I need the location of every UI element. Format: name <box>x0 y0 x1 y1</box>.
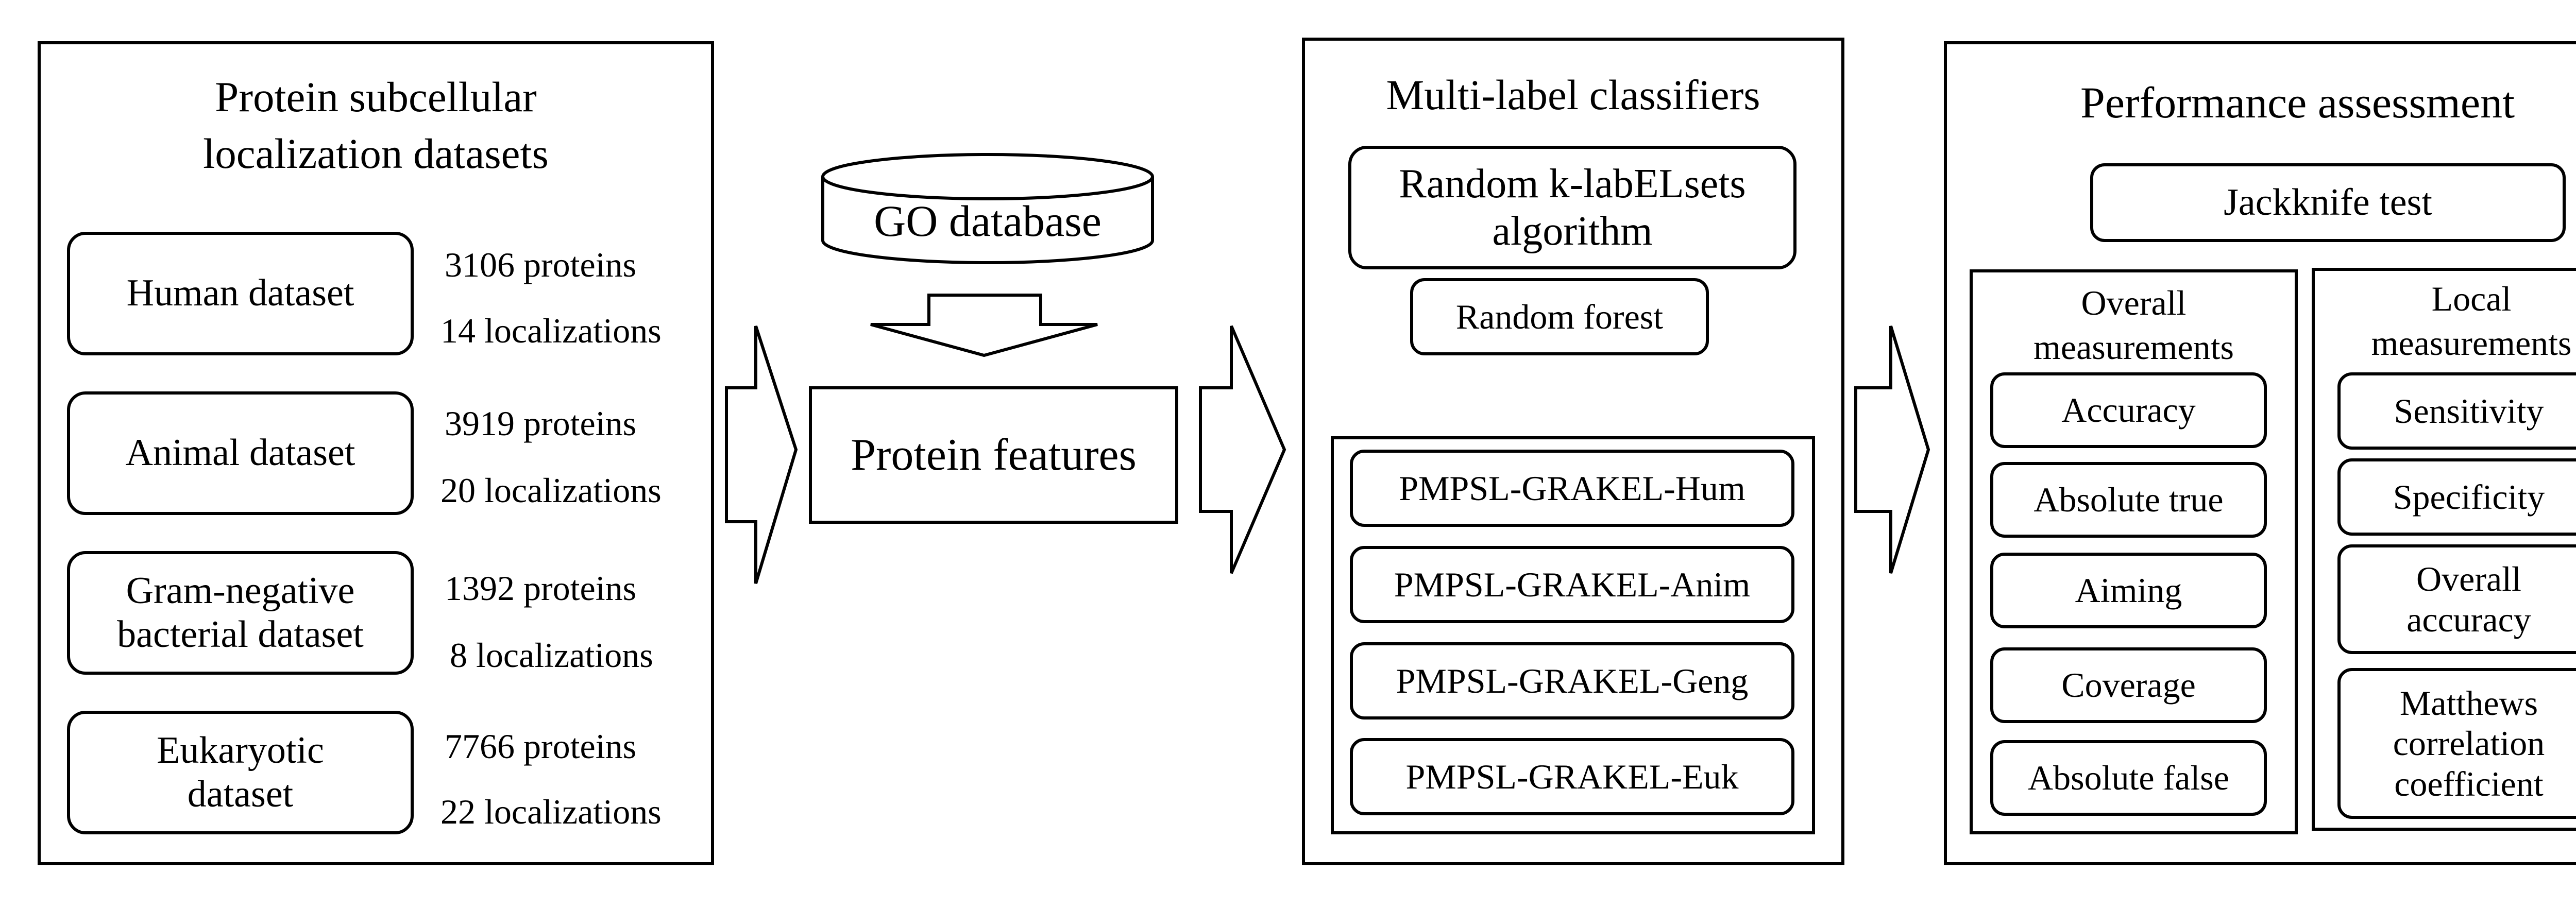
metric-coverage: Coverage <box>1990 647 2267 723</box>
metric-mcc: Matthews correlation coefficient <box>2337 668 2576 819</box>
model-box-hum: PMPSL-GRAKEL-Hum <box>1350 450 1794 527</box>
algorithm-box: Random k-labELsets algorithm <box>1348 146 1797 269</box>
model-label-anim: PMPSL-GRAKEL-Anim <box>1394 564 1751 604</box>
mcc-line2: correlation <box>2393 724 2545 763</box>
mcc-line3: coefficient <box>2394 764 2544 803</box>
dataset-proteins-gram-negative: 1392 proteins <box>445 569 637 608</box>
model-box-anim: PMPSL-GRAKEL-Anim <box>1350 546 1794 623</box>
dataset-localizations-human: 14 localizations <box>440 311 662 350</box>
local-title-line1: Local <box>2431 279 2512 318</box>
metric-sensitivity-label: Sensitivity <box>2394 391 2544 431</box>
overall-accuracy-line2: accuracy <box>2406 599 2531 639</box>
go-database-cylinder <box>821 153 1154 264</box>
jackknife-test-box: Jackknife test <box>2090 163 2566 242</box>
overall-accuracy-line1: Overall <box>2416 559 2521 599</box>
metric-aiming-label: Aiming <box>2075 571 2182 610</box>
algorithm-line2: algorithm <box>1492 209 1653 254</box>
model-label-geng: PMPSL-GRAKEL-Geng <box>1396 661 1749 700</box>
protein-features-label: Protein features <box>851 430 1137 480</box>
model-label-euk: PMPSL-GRAKEL-Euk <box>1405 757 1739 796</box>
dataset-label-human: Human dataset <box>126 272 354 315</box>
metric-sensitivity: Sensitivity <box>2337 372 2576 450</box>
dataset-localizations-gram-negative: 8 localizations <box>450 636 653 675</box>
dataset-box-gram-negative: Gram-negative bacterial dataset <box>67 551 414 675</box>
protein-features-box: Protein features <box>809 386 1178 524</box>
local-title-line2: measurements <box>2371 323 2572 363</box>
arrow-features-to-classifiers <box>1199 325 1286 574</box>
metric-specificity: Specificity <box>2337 458 2576 536</box>
mcc-line1: Matthews <box>2399 683 2538 723</box>
datasets-panel-title: Protein subcellular localization dataset… <box>38 68 714 182</box>
arrow-database-to-features <box>870 294 1098 357</box>
dataset-box-eukaryotic: Eukaryotic dataset <box>67 711 414 834</box>
metric-accuracy-label: Accuracy <box>2061 390 2196 430</box>
assessment-panel-title: Performance assessment <box>2080 78 2515 127</box>
dataset-box-human: Human dataset <box>67 232 414 355</box>
metric-specificity-label: Specificity <box>2393 477 2545 517</box>
datasets-title-line2: localization datasets <box>203 130 549 177</box>
datasets-title-line1: Protein subcellular <box>215 73 537 121</box>
dataset-localizations-eukaryotic: 22 localizations <box>440 792 662 831</box>
jackknife-test-label: Jackknife test <box>2224 181 2432 224</box>
dataset-proteins-animal: 3919 proteins <box>445 404 637 443</box>
model-box-geng: PMPSL-GRAKEL-Geng <box>1350 642 1794 719</box>
classifiers-panel-title: Multi-label classifiers <box>1386 71 1760 118</box>
model-box-euk: PMPSL-GRAKEL-Euk <box>1350 738 1794 815</box>
arrow-classifiers-to-assessment <box>1854 325 1930 574</box>
metric-overall-accuracy: Overall accuracy <box>2337 544 2576 654</box>
dataset-label-gram-line1: Gram-negative <box>126 569 355 612</box>
arrow-datasets-to-features <box>725 325 798 584</box>
dataset-proteins-human: 3106 proteins <box>445 245 637 284</box>
dataset-label-euk-line2: dataset <box>187 773 294 815</box>
dataset-label-gram-line2: bacterial dataset <box>117 613 364 656</box>
metric-absolute-false: Absolute false <box>1990 740 2267 816</box>
dataset-label-animal: Animal dataset <box>125 432 355 474</box>
go-database-label: GO database <box>874 196 1101 246</box>
algorithm-line1: Random k-labELsets <box>1399 161 1746 207</box>
random-forest-label: Random forest <box>1455 297 1664 336</box>
overall-title-line2: measurements <box>2033 328 2234 367</box>
metric-absolute-true-label: Absolute true <box>2033 480 2224 520</box>
model-label-hum: PMPSL-GRAKEL-Hum <box>1399 468 1745 508</box>
dataset-proteins-eukaryotic: 7766 proteins <box>445 727 637 766</box>
dataset-localizations-animal: 20 localizations <box>440 471 662 510</box>
metric-absolute-false-label: Absolute false <box>2028 758 2229 798</box>
metric-aiming: Aiming <box>1990 553 2267 628</box>
metric-accuracy: Accuracy <box>1990 372 2267 448</box>
dataset-label-euk-line1: Eukaryotic <box>157 729 324 772</box>
local-measurements-title: Local measurements <box>2312 277 2576 365</box>
random-forest-box: Random forest <box>1410 278 1709 355</box>
overall-title-line1: Overall <box>2081 283 2187 322</box>
overall-measurements-title: Overall measurements <box>1970 281 2298 369</box>
metric-absolute-true: Absolute true <box>1990 462 2267 538</box>
dataset-box-animal: Animal dataset <box>67 391 414 515</box>
metric-coverage-label: Coverage <box>2061 665 2196 705</box>
